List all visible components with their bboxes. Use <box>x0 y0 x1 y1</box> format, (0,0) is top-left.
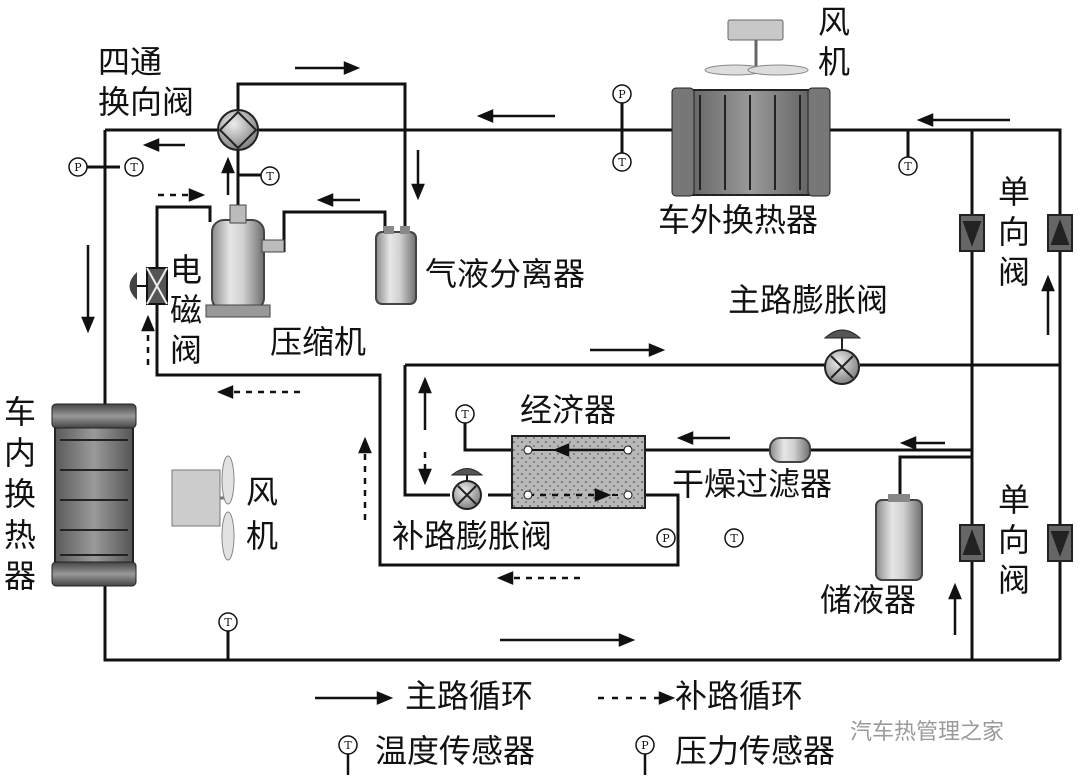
check-valve-icons <box>959 214 1073 562</box>
legend-temp-sensor-label: 温度传感器 <box>375 732 536 770</box>
svg-text:T: T <box>730 532 738 545</box>
compressor-icon <box>205 204 285 318</box>
svg-text:P: P <box>641 739 649 752</box>
main-expansion-valve-icon <box>823 329 862 385</box>
outdoor-heat-exchanger <box>671 87 831 197</box>
temperature-sensor-icon: T <box>455 404 475 424</box>
pipes <box>86 82 1062 662</box>
main-expansion-valve-label: 主路膨胀阀 <box>728 281 889 319</box>
outer-fan-label: 风 机 <box>818 3 851 81</box>
check-valve-bottom-label: 单 向 阀 <box>998 481 1031 599</box>
four-way-valve-icon <box>217 109 259 151</box>
check-valve-top-label: 单 向 阀 <box>998 173 1031 291</box>
watermark: 汽车热管理之家 <box>850 720 1005 745</box>
filter-drier-label: 干燥过滤器 <box>672 465 833 503</box>
svg-text:T: T <box>904 160 912 173</box>
temperature-sensor-icon: T <box>724 528 744 548</box>
economizer-icon <box>511 435 646 509</box>
pressure-sensor-icon: P <box>656 528 676 548</box>
svg-text:P: P <box>662 532 670 545</box>
outdoor-hx-label: 车外换热器 <box>658 201 819 239</box>
indoor-fan-label: 风 机 <box>246 473 279 555</box>
receiver-label: 储液器 <box>820 581 917 619</box>
gas-liquid-separator-icon <box>375 226 417 305</box>
sensors: P T T P T T T P T T <box>68 84 918 632</box>
svg-text:P: P <box>74 161 82 174</box>
temperature-sensor-icon: T <box>898 156 918 176</box>
temperature-sensor-icon: T <box>218 612 238 632</box>
compressor-label: 压缩机 <box>270 323 367 361</box>
legend-aux-loop-label: 补路循环 <box>675 677 804 715</box>
aux-expansion-valve-icon <box>450 468 484 510</box>
four-way-valve-label: 四通 换向阀 <box>98 43 195 121</box>
svg-text:T: T <box>224 616 232 629</box>
svg-text:T: T <box>618 156 626 169</box>
outer-fan-icon <box>704 19 809 76</box>
legend-graphics: T P <box>315 691 676 775</box>
legend-pressure-sensor-label: 压力传感器 <box>675 732 836 770</box>
solenoid-valve-label: 电 磁 阀 <box>170 251 203 369</box>
legend-main-loop-label: 主路循环 <box>405 677 534 715</box>
aux-flow-arrows <box>141 188 612 585</box>
temperature-sensor-icon: T <box>612 152 632 172</box>
economizer-label: 经济器 <box>520 391 617 429</box>
indoor-hx-label: 车 内 换 热 器 <box>4 393 37 595</box>
temperature-sensor-icon: T <box>124 157 144 177</box>
filter-drier-icon <box>769 437 811 463</box>
temperature-sensor-icon: T <box>260 166 280 186</box>
pressure-sensor-icon: P <box>68 157 88 177</box>
svg-text:T: T <box>130 161 138 174</box>
svg-text:T: T <box>266 170 274 183</box>
gas-liquid-separator-label: 气液分离器 <box>425 255 586 293</box>
main-flow-arrows <box>81 61 1055 647</box>
receiver-icon <box>875 494 923 581</box>
solenoid-valve-icon <box>129 267 168 305</box>
svg-text:T: T <box>461 408 469 421</box>
svg-text:P: P <box>618 88 626 101</box>
pressure-sensor-icon: P <box>612 84 632 104</box>
aux-expansion-valve-label: 补路膨胀阀 <box>392 517 553 555</box>
indoor-heat-exchanger <box>51 403 137 587</box>
svg-text:T: T <box>344 739 352 752</box>
indoor-fan-icon <box>171 455 235 561</box>
